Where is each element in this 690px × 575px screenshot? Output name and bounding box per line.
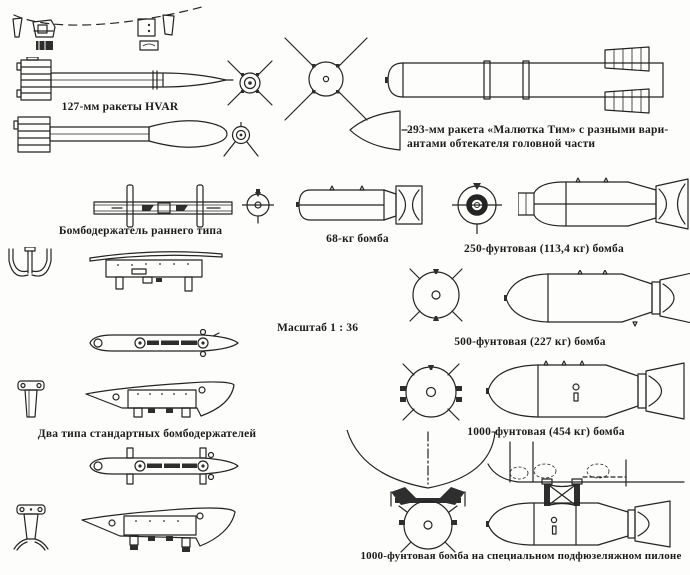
bomb-1000-on-pylon-side-view: [486, 436, 688, 548]
caption-hvar-rockets: 127-мм ракеты HVAR: [61, 101, 179, 113]
bomb-250-front-view: [452, 182, 502, 234]
hvar-front-view-1: [222, 58, 278, 108]
bomb-68-front-view: [242, 186, 274, 224]
caption-standard-racks: Два типа стандартных бомбодержателей: [37, 428, 257, 440]
caption-tinytim-line2: антами обтекателя головной части: [407, 138, 596, 150]
caption-tinytim-line1: 293-мм ракета «Малютка Тим» с разными ва…: [407, 124, 669, 136]
bomb-1000-front-view: [398, 361, 464, 425]
caption-early-bomb-rack: Бомбодержатель раннего типа: [58, 225, 223, 237]
tinytim-rocket-side: [385, 45, 668, 117]
standard-rack-side-view-1: [82, 377, 240, 423]
pylon-front-view-2: [12, 503, 50, 553]
caption-bomb-1000lb-pylon: 1000-фунтовая бомба на специальном подфю…: [360, 550, 682, 562]
bomb-1000-side-view: [486, 360, 688, 422]
rack-plan-view-1: [85, 326, 243, 360]
hvar-rocket-side-1: [13, 57, 238, 103]
bomb-500-front-view: [406, 266, 468, 326]
hvar-front-view-2: [220, 122, 266, 160]
tinytim-alt-nose-cone: [346, 108, 412, 154]
caption-scale-note: Масштаб 1 : 36: [277, 322, 359, 334]
caption-bomb-68kg: 68-кг бомба: [326, 233, 389, 245]
caption-bomb-1000lb: 1000-фунтовая (454 кг) бомба: [467, 426, 625, 438]
rack-plan-view-2: [85, 446, 243, 486]
bomb-250-side-view: [518, 177, 690, 233]
caption-bomb-250lb: 250-фунтовая (113,4 кг) бомба: [464, 243, 624, 255]
hvar-rocket-side-2: [13, 113, 238, 155]
rack-front-fork-view: [6, 247, 54, 291]
bomb-68-side-view: [296, 184, 424, 228]
aircraft-parts-sketch: [2, 3, 214, 59]
caption-tinytim-rocket: 293-мм ракета «Малютка Тим» с разными ва…: [407, 123, 685, 151]
early-bomb-rack: [92, 183, 234, 229]
bomb-500-side-view: [504, 270, 690, 328]
curved-rack-side-view: [88, 247, 224, 293]
fuselage-front-with-bomb: [333, 430, 497, 554]
tinytim-front-view: [281, 36, 371, 122]
pylon-front-view-1: [16, 377, 46, 419]
standard-rack-side-view-2: [78, 505, 242, 553]
caption-bomb-500lb: 500-фунтовая (227 кг) бомба: [454, 336, 606, 348]
